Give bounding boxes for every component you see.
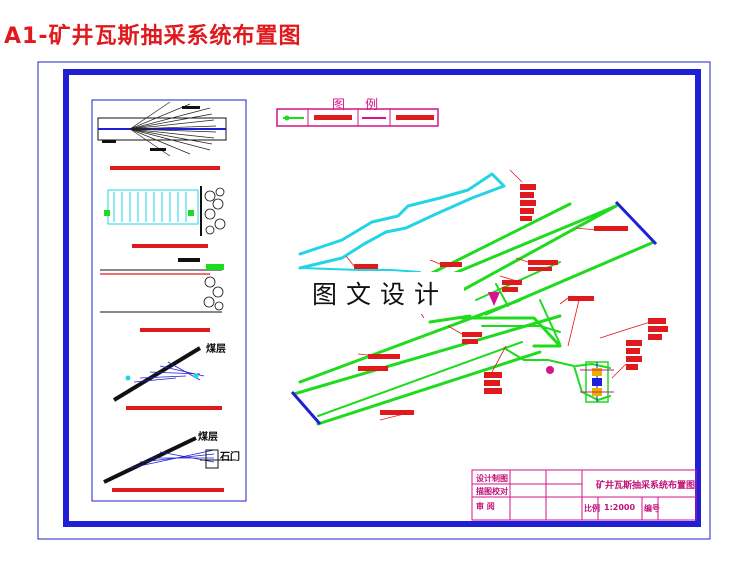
detail-roadway-pipe: [100, 258, 224, 332]
seam-label-b: 煤层: [198, 432, 218, 443]
outer-frame: [37, 61, 711, 540]
detail-parallel-boreholes: [104, 186, 226, 248]
seam-label-a: 煤层: [206, 344, 226, 355]
boundary-blue: [290, 200, 658, 425]
detail-panel: [91, 99, 247, 502]
title-block-number-label: 编号: [644, 504, 660, 513]
title-block-scale-label: 比例: [584, 504, 600, 513]
roadway-cyan: [298, 172, 506, 273]
gate-label: 石门: [220, 452, 240, 463]
title-block-designer: 设计制图: [476, 474, 508, 483]
watermark-text: 图文设计: [296, 272, 464, 314]
legend-title: 图 例: [332, 98, 387, 113]
title-block-scale-value: 1:2000: [604, 503, 636, 512]
page-title: A1-矿井瓦斯抽采系统布置图: [4, 24, 302, 49]
inner-frame: [63, 69, 701, 527]
callout-blocks: [354, 184, 668, 415]
detail-seam-section-b: [103, 436, 236, 492]
detail-seam-section-a: [112, 346, 222, 410]
magenta-nodes: [488, 292, 554, 374]
detail-fan-boreholes: [97, 101, 227, 170]
title-block-drawing-name: 矿井瓦斯抽采系统布置图: [596, 481, 696, 491]
title-block-checker: 描图校对: [476, 487, 508, 496]
title-block-grid: [471, 469, 697, 521]
legend-box: [276, 108, 439, 127]
pump-station: [580, 361, 614, 403]
title-block-reviewer: 审 阅: [476, 502, 495, 511]
